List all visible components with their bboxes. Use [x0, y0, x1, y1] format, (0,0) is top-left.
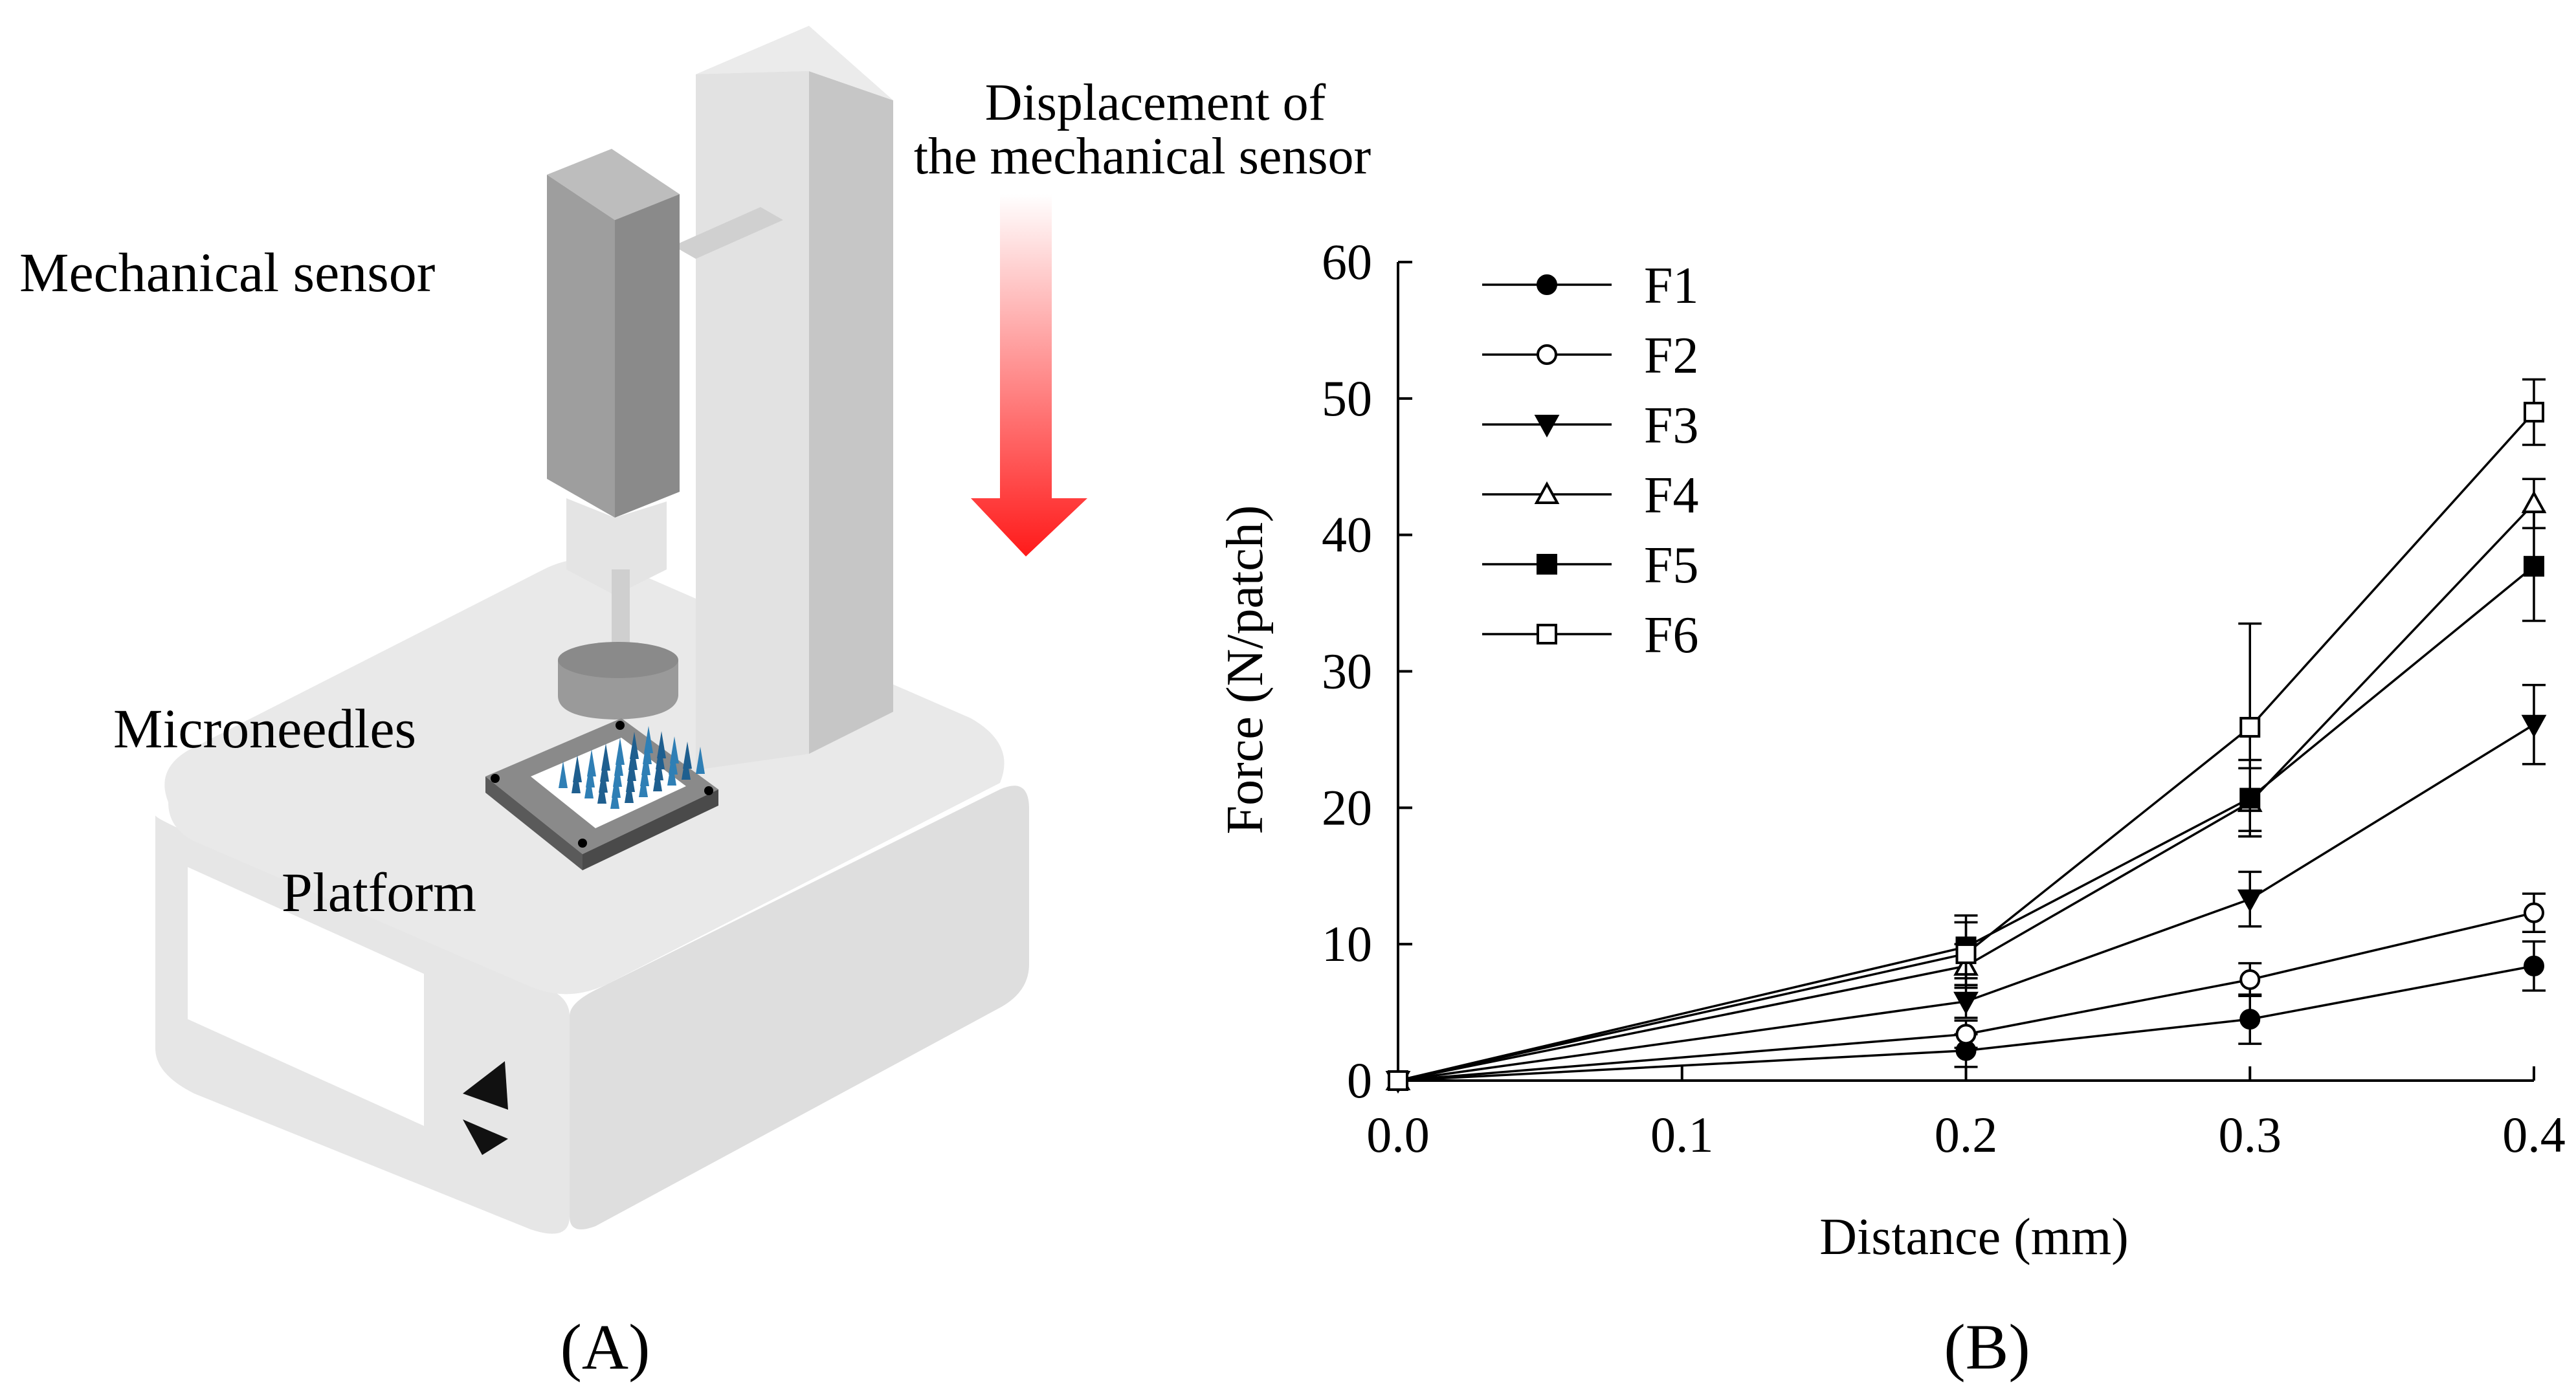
displacement-arrow [971, 194, 1087, 556]
legend-label: F5 [1644, 537, 1699, 594]
instrument-base-front-right [570, 786, 1029, 1229]
x-tick-label: 0.4 [2502, 1106, 2566, 1163]
force-distance-chart: 0 10 20 30 40 50 60 0.0 0.1 0.2 0.3 0.4 F1F2F3F4F5… [1217, 234, 2566, 1383]
legend-label: F6 [1644, 607, 1699, 664]
x-tick-label: 0.3 [2219, 1106, 2282, 1163]
legend-marker [1534, 415, 1560, 438]
series-line [1397, 565, 2535, 1082]
microneedle [667, 758, 676, 786]
data-point [1388, 1070, 1408, 1091]
instrument-down-button-icon [463, 1119, 508, 1155]
microneedle [610, 782, 619, 809]
data-point [1953, 991, 1979, 1015]
sensor-probe-disk-top [558, 642, 678, 678]
microneedle [597, 776, 606, 804]
x-tick-label: 0.1 [1650, 1106, 1714, 1163]
patch-holder-screw [704, 786, 713, 795]
series-line [1397, 502, 2535, 1082]
instrument-column-front [809, 71, 893, 754]
legend-marker [1537, 344, 1557, 365]
patch-holder-screw [616, 721, 625, 730]
data-point [2524, 902, 2544, 923]
y-tick-label: 40 [1322, 507, 1372, 563]
instrument-display-window [188, 867, 424, 1126]
legend-item-F2: F2 [1482, 327, 1699, 384]
displacement-label-line1: Displacement of [985, 74, 1326, 131]
x-tick-label: 0.0 [1366, 1106, 1430, 1163]
displacement-label-line2: the mechanical sensor [914, 128, 1371, 185]
legend-label: F3 [1644, 397, 1699, 454]
x-axis-label: Distance (mm) [1819, 1209, 2129, 1266]
legend-item-F3: F3 [1482, 397, 1699, 454]
microneedle [559, 761, 568, 788]
data-point [1955, 943, 1977, 964]
y-tick-label: 10 [1322, 916, 1372, 972]
instrument-up-button-icon [463, 1061, 508, 1110]
series-F6 [1388, 378, 2546, 1091]
y-tick-label: 30 [1322, 643, 1372, 699]
y-tick-label: 0 [1347, 1052, 1372, 1108]
microneedle [639, 770, 648, 797]
panel-a-illustration: Mechanical sensor Displacement of the me… [19, 26, 1371, 1383]
legend-label: F1 [1644, 258, 1699, 314]
microneedle [696, 747, 705, 774]
sensor-block-top [547, 149, 680, 220]
instrument-arm [673, 207, 783, 259]
data-point [2237, 889, 2263, 912]
data-point [2239, 969, 2261, 990]
legend-label: F4 [1644, 467, 1699, 524]
series-layer [1385, 378, 2547, 1094]
legend-item-F6: F6 [1482, 607, 1699, 664]
microneedle-array [559, 726, 705, 809]
data-point [1955, 1024, 1977, 1045]
sensor-lower-housing [566, 498, 667, 595]
sensor-block-right [615, 194, 680, 518]
microneedle [572, 766, 581, 793]
series-line [1397, 911, 2535, 1082]
microneedle [584, 771, 594, 798]
sensor-block-left [547, 175, 615, 518]
microneedles-label: Microneedles [113, 698, 416, 760]
data-point [2524, 401, 2544, 423]
panel-a-label: (A) [561, 1311, 650, 1383]
data-point [2239, 1009, 2261, 1030]
series-line [1397, 411, 2535, 1082]
instrument-column-face [696, 71, 809, 770]
patch-holder-screw [578, 839, 587, 848]
legend-item-F1: F1 [1482, 258, 1699, 314]
y-axis-label: Force (N/patch) [1217, 505, 1274, 835]
legend-marker [1537, 624, 1557, 644]
panel-b-label: (B) [1944, 1311, 2030, 1383]
legend-item-F4: F4 [1482, 467, 1699, 524]
legend-marker [1537, 554, 1557, 575]
legend-marker [1537, 274, 1557, 295]
data-point [2524, 556, 2544, 577]
patch-holder-left [485, 776, 583, 870]
data-point [2524, 955, 2544, 976]
y-tick-label: 60 [1322, 234, 1372, 290]
y-axis-ticks: 0 10 20 30 40 50 60 [1322, 234, 1412, 1108]
legend-label: F2 [1644, 327, 1699, 384]
series-line [1397, 965, 2535, 1082]
microneedle [653, 764, 662, 791]
platform-label: Platform [282, 861, 476, 923]
x-tick-label: 0.2 [1935, 1106, 1998, 1163]
legend-item-F5: F5 [1482, 537, 1699, 594]
legend-marker [1534, 481, 1560, 504]
mechanical-sensor-label: Mechanical sensor [19, 241, 435, 303]
x-axis-ticks: 0.0 0.1 0.2 0.3 0.4 [1366, 1066, 2566, 1163]
patch-holder-right [583, 789, 718, 870]
instrument-column-top [696, 26, 893, 100]
data-point [2521, 714, 2547, 738]
microneedle [625, 776, 634, 803]
y-tick-label: 50 [1322, 370, 1372, 426]
data-point [2239, 716, 2261, 738]
patch-holder-screw [491, 774, 500, 783]
data-point [2521, 490, 2547, 514]
series-line [1397, 723, 2535, 1082]
microneedle [682, 753, 691, 780]
y-tick-label: 20 [1322, 779, 1372, 835]
